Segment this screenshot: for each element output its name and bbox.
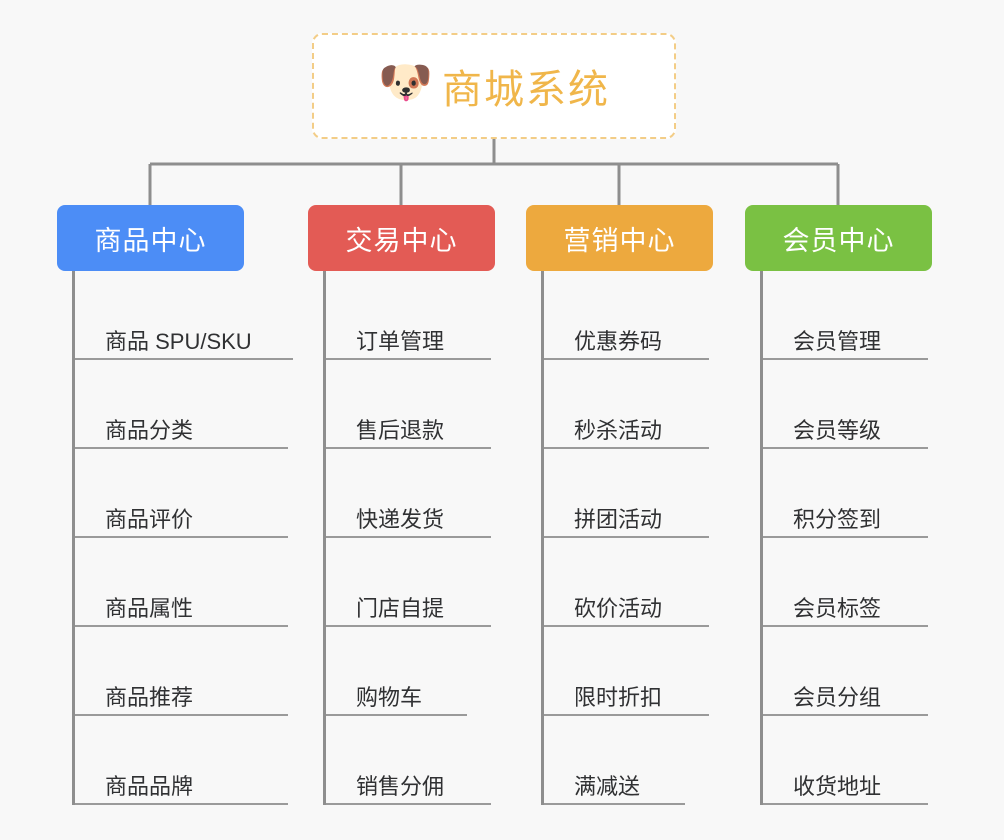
list-item[interactable]: 商品评价 [75,449,288,538]
list-item[interactable]: 商品推荐 [75,627,288,716]
item-list-product-center: 商品 SPU/SKU 商品分类 商品评价 商品属性 商品推荐 商品品牌 [72,271,293,805]
branch-trade-center: 交易中心 订单管理 售后退款 快递发货 门店自提 购物车 销售分佣 [308,205,495,805]
list-item[interactable]: 秒杀活动 [544,360,709,449]
category-header-member-center[interactable]: 会员中心 [745,205,932,271]
item-label: 会员管理 [793,328,882,354]
root-node[interactable]: 🐶 商城系统 [312,33,676,139]
item-label: 购物车 [356,684,423,710]
shiba-dog-face-icon: 🐶 [378,58,433,107]
list-item[interactable]: 商品属性 [75,538,288,627]
item-label: 商品 SPU/SKU [105,328,252,354]
list-item[interactable]: 商品分类 [75,360,288,449]
list-item[interactable]: 商品 SPU/SKU [75,271,293,360]
list-item[interactable]: 订单管理 [326,271,491,360]
item-label: 商品推荐 [105,684,194,710]
item-label: 砍价活动 [574,595,663,621]
item-label: 收货地址 [793,773,882,799]
item-label: 门店自提 [356,595,445,621]
item-label: 秒杀活动 [574,417,663,443]
item-label: 商品分类 [105,417,194,443]
item-label: 售后退款 [356,417,445,443]
list-item[interactable]: 会员管理 [763,271,928,360]
item-label: 会员标签 [793,595,882,621]
list-item[interactable]: 会员标签 [763,538,928,627]
list-item[interactable]: 会员等级 [763,360,928,449]
list-item[interactable]: 销售分佣 [326,716,491,805]
list-item[interactable]: 限时折扣 [544,627,709,716]
item-label: 快递发货 [356,506,445,532]
list-item[interactable]: 砍价活动 [544,538,709,627]
list-item[interactable]: 拼团活动 [544,449,709,538]
item-label: 满减送 [574,773,641,799]
item-label: 积分签到 [793,506,882,532]
item-label: 拼团活动 [574,506,663,532]
branch-product-center: 商品中心 商品 SPU/SKU 商品分类 商品评价 商品属性 商品推荐 商品品牌 [57,205,293,805]
category-header-marketing-center[interactable]: 营销中心 [526,205,713,271]
item-list-member-center: 会员管理 会员等级 积分签到 会员标签 会员分组 收货地址 [760,271,932,805]
item-label: 商品品牌 [105,773,194,799]
item-label: 优惠券码 [574,328,663,354]
list-item[interactable]: 会员分组 [763,627,928,716]
list-item[interactable]: 售后退款 [326,360,491,449]
item-label: 会员等级 [793,417,882,443]
list-item[interactable]: 门店自提 [326,538,491,627]
list-item[interactable]: 积分签到 [763,449,928,538]
branch-member-center: 会员中心 会员管理 会员等级 积分签到 会员标签 会员分组 收货地址 [745,205,932,805]
item-label: 销售分佣 [356,773,445,799]
category-header-product-center[interactable]: 商品中心 [57,205,244,271]
root-title: 商城系统 [442,68,610,112]
category-label: 交易中心 [345,225,458,256]
list-item[interactable]: 快递发货 [326,449,491,538]
item-label: 会员分组 [793,684,882,710]
category-header-trade-center[interactable]: 交易中心 [308,205,495,271]
list-item[interactable]: 收货地址 [763,716,928,805]
list-item[interactable]: 商品品牌 [75,716,288,805]
item-label: 商品属性 [105,595,194,621]
category-label: 会员中心 [782,225,895,256]
category-label: 营销中心 [563,225,676,256]
list-item[interactable]: 满减送 [544,716,685,805]
item-list-trade-center: 订单管理 售后退款 快递发货 门店自提 购物车 销售分佣 [323,271,495,805]
item-label: 订单管理 [356,328,445,354]
category-label: 商品中心 [94,225,207,256]
item-list-marketing-center: 优惠券码 秒杀活动 拼团活动 砍价活动 限时折扣 满减送 [541,271,713,805]
list-item[interactable]: 优惠券码 [544,271,709,360]
item-label: 限时折扣 [574,684,663,710]
list-item[interactable]: 购物车 [326,627,467,716]
branch-marketing-center: 营销中心 优惠券码 秒杀活动 拼团活动 砍价活动 限时折扣 满减送 [526,205,713,805]
item-label: 商品评价 [105,506,194,532]
